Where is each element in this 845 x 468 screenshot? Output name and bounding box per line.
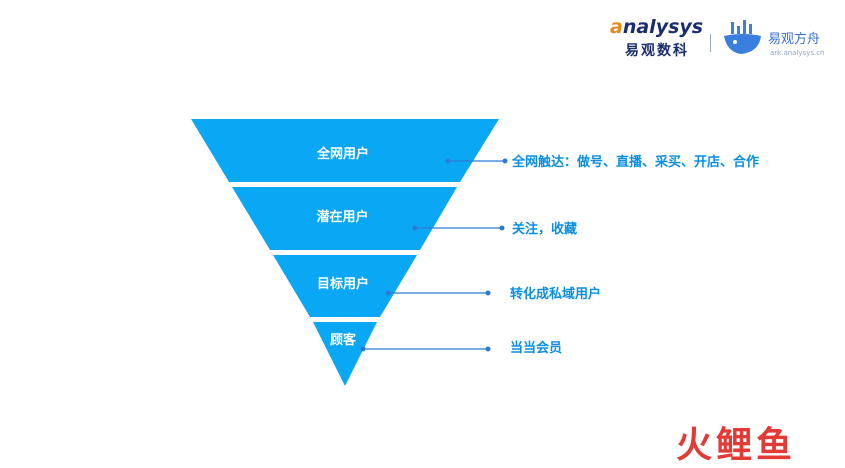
callout-start-dot xyxy=(445,158,451,164)
watermark: 火鲤鱼 xyxy=(676,425,797,466)
logo-divider xyxy=(710,34,711,52)
analysys-logo-cn: 易观数科 xyxy=(625,43,689,59)
callout-note: 转化成私域用户 xyxy=(510,286,601,302)
funnel-level-1 xyxy=(191,119,499,182)
callout-note: 关注，收藏 xyxy=(512,221,577,237)
funnel-level-2 xyxy=(232,187,457,250)
callout-end-dot xyxy=(485,290,491,296)
funnel-level-label: 全网用户 xyxy=(316,146,369,162)
callout-start-dot xyxy=(385,290,391,296)
funnel-level-4 xyxy=(313,322,377,386)
funnel-level-label: 目标用户 xyxy=(317,276,369,292)
callout-start-dot xyxy=(412,225,418,231)
ark-logo-url: ark.analysys.cn xyxy=(770,49,825,57)
funnel-level-label: 顾客 xyxy=(330,332,357,348)
funnel-level-label: 潜在用户 xyxy=(316,209,368,225)
callout-end-dot xyxy=(499,225,505,231)
callout-note: 全网触达：做号、直播、采买、开店、合作 xyxy=(511,154,759,170)
funnel-level-3 xyxy=(273,255,417,317)
callout-note: 当当会员 xyxy=(510,340,562,356)
brand-logo-area: analysys 易观数科 易观方舟 ark.analysys.cn xyxy=(605,12,835,67)
ark-logo-cn: 易观方舟 xyxy=(768,32,821,47)
ark-whale-icon xyxy=(724,20,761,54)
callout-end-dot xyxy=(485,346,491,352)
callout-start-dot xyxy=(360,346,366,352)
analysys-logo: analysys xyxy=(610,16,704,38)
callout-end-dot xyxy=(502,158,508,164)
